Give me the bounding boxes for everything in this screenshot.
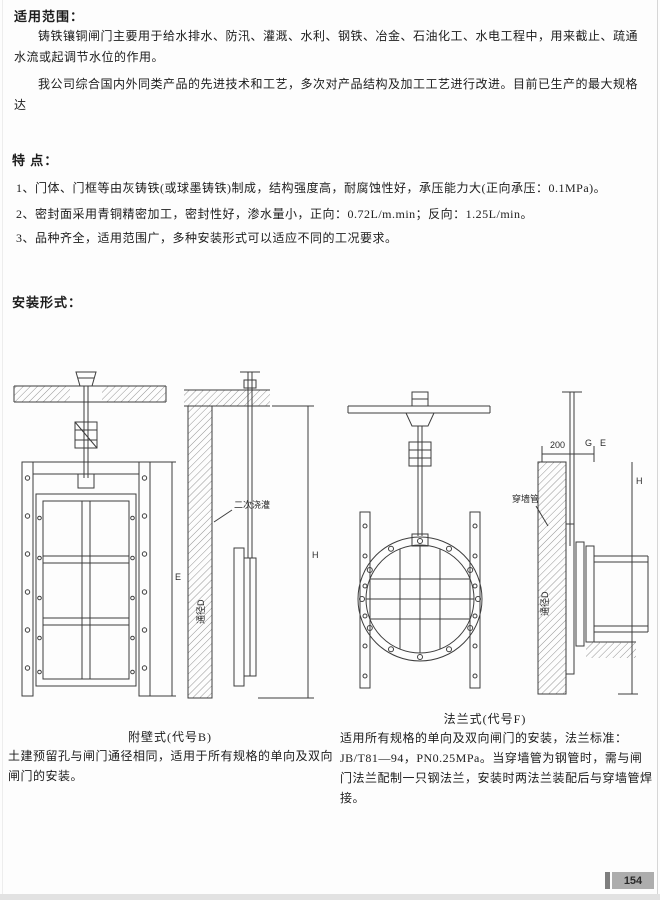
wall-type-drawing: E 二次浇灌 通径D H (13, 371, 319, 699)
page-edge-left (2, 0, 3, 900)
dim-label-h-right: H (636, 476, 643, 486)
page-number-block: 154 (605, 872, 654, 889)
installation-heading: 安装形式： (12, 295, 83, 310)
wall-type-description: 土建预留孔与闸门通径相同，适用于所有规格的单向及双向闸门的安装。 (8, 749, 334, 783)
bolt-holes-left-rail (24, 475, 148, 671)
flange-type-description: 适用所有规格的单向及双向闸门的安装，法兰标准：JB/T81—94，PN0.25M… (340, 731, 653, 805)
feature-item-3: 3、品种齐全，适用范围广，多种安装形式可以适应不同的工况要求。 (16, 231, 398, 245)
page-edge-bottom (0, 894, 660, 900)
flange-type-drawing: 200 G E 穿墙管 通径D H (347, 391, 649, 695)
annotation-secondary-pour: 二次浇灌 (234, 499, 270, 510)
bolt-holes-guides (362, 523, 478, 679)
annotation-diameter-right: 通径D (539, 591, 550, 616)
scope-heading: 适用范围： (14, 9, 85, 24)
dim-label-e-right: E (600, 438, 606, 448)
annotation-wall-pipe: 穿墙管 (512, 493, 539, 504)
scope-paragraph-2: 我公司综合国内外同类产品的先进技术和工艺，多次对产品结构及加工工艺进行改进。目前… (14, 77, 639, 112)
wall-type-caption: 附壁式(代号B) (128, 730, 212, 744)
flange-type-caption: 法兰式(代号F) (443, 712, 527, 726)
page-edge-right (657, 0, 658, 900)
flange-type-section-view (535, 391, 649, 695)
wall-type-front-view (13, 371, 176, 697)
flange-type-front-view (347, 391, 491, 689)
scope-paragraph-1: 铸铁镶铜闸门主要用于给水排水、防汛、灌溉、水利、钢铁、冶金、石油化工、水电工程中… (14, 29, 639, 64)
page-number-accent (605, 872, 610, 889)
dim-label-g: G (585, 438, 592, 448)
dim-label-200: 200 (550, 440, 565, 450)
bolt-holes-gate-frame (37, 515, 135, 675)
annotation-diameter-left: 通径D (195, 599, 206, 624)
feature-item-1: 1、门体、门框等由灰铸铁(或球墨铸铁)制成，结构强度高，耐腐蚀性好，承压能力大(… (16, 181, 607, 195)
features-heading: 特 点： (12, 153, 59, 168)
flange-bolt-circle (359, 538, 481, 660)
page-number: 154 (612, 872, 654, 889)
feature-item-2: 2、密封面采用青铜精密加工，密封性好，渗水量小，正向：0.72L/m.min；反… (16, 207, 534, 221)
dim-label-e: E (175, 572, 181, 582)
dim-label-h-left: H (312, 550, 319, 560)
wall-type-section-view (184, 371, 314, 699)
